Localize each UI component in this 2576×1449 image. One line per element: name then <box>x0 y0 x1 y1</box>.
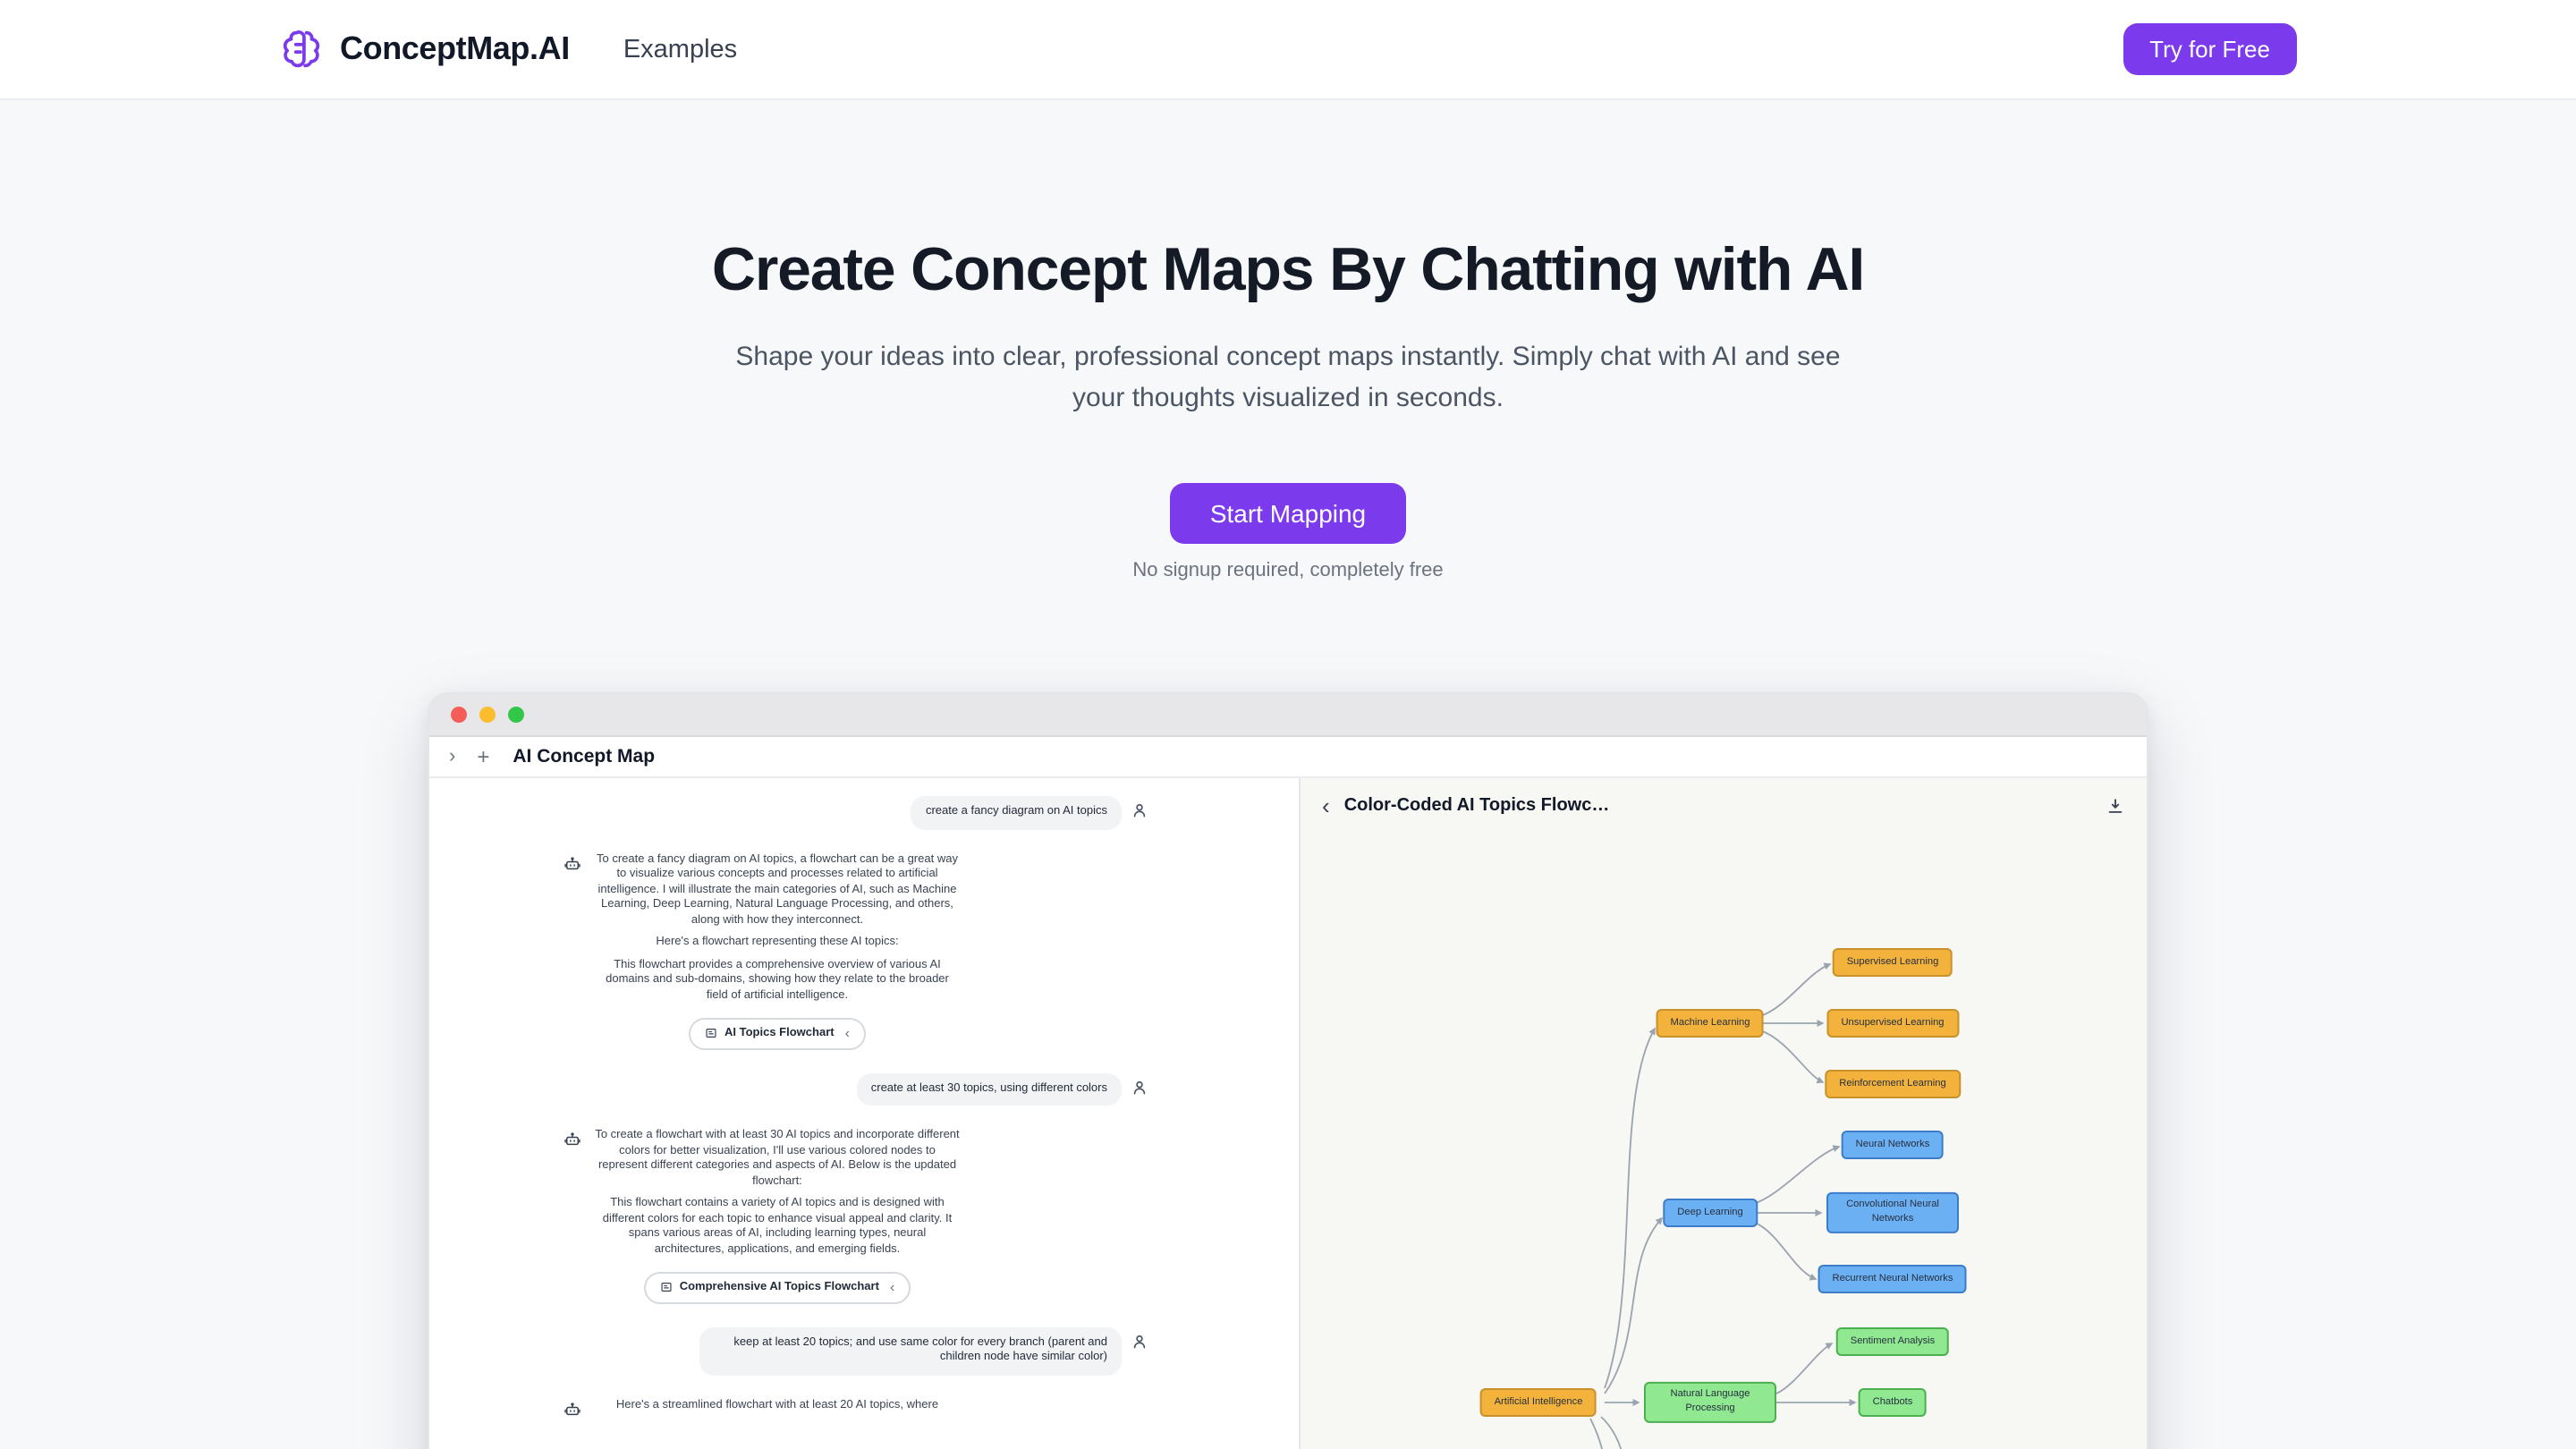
try-for-free-button[interactable]: Try for Free <box>2123 23 2297 75</box>
chevron-left-icon: ‹ <box>844 1024 850 1041</box>
window-content: create a fancy diagram on AI topics To c… <box>429 778 2147 1449</box>
flowchart-node-supervised-learning[interactable]: Supervised Learning <box>1832 948 1953 977</box>
minimize-window-button[interactable] <box>479 707 496 723</box>
back-chevron-icon[interactable]: ‹ <box>1322 792 1330 818</box>
demo-window: › + AI Concept Map create a fancy diagra… <box>428 692 2148 1449</box>
diagram-icon <box>660 1282 673 1294</box>
flowchart-node-natural-language-processing[interactable]: Natural Language Processing <box>1644 1381 1776 1424</box>
bot-avatar-icon <box>564 854 581 872</box>
site-header: ConceptMap.AI Examples Try for Free <box>0 0 2576 100</box>
bot-avatar-icon <box>564 1131 581 1148</box>
window-titlebar <box>429 694 2147 737</box>
nav-inner: ConceptMap.AI Examples Try for Free <box>279 23 2297 75</box>
flowchart-node-deep-learning[interactable]: Deep Learning <box>1663 1199 1758 1227</box>
chat-message-user: create at least 30 topics, using differe… <box>564 1072 1148 1106</box>
chat-message-assistant: To create a flowchart with at least 30 A… <box>564 1129 1148 1303</box>
chat-panel: create a fancy diagram on AI topics To c… <box>429 778 1299 1449</box>
chat-message-assistant: To create a fancy diagram on AI topics, … <box>564 852 1148 1049</box>
flowchart-edges <box>1589 962 1857 1449</box>
sidebar-collapse-icon[interactable]: › <box>449 745 456 767</box>
new-tab-button[interactable]: + <box>477 744 490 769</box>
close-window-button[interactable] <box>451 707 467 723</box>
assistant-paragraph: Here's a streamlined flowchart with at l… <box>615 1398 939 1411</box>
flowchart-node-sentiment-analysis[interactable]: Sentiment Analysis <box>1835 1327 1950 1356</box>
attachment-label: AI Topics Flowchart <box>724 1026 835 1038</box>
bot-avatar-icon <box>564 1400 581 1418</box>
hero-subtitle: Shape your ideas into clear, professiona… <box>735 342 1841 413</box>
flowchart-attachment-chip[interactable]: AI Topics Flowchart ‹ <box>689 1018 866 1049</box>
user-avatar-icon <box>1131 801 1148 819</box>
assistant-message-body: To create a flowchart with at least 30 A… <box>594 1129 961 1303</box>
chat-message-assistant: Here's a streamlined flowchart with at l… <box>564 1398 1148 1420</box>
preview-panel: ‹ Color-Coded AI Topics Flowc… <box>1299 778 2147 1449</box>
user-message-bubble: create a fancy diagram on AI topics <box>911 796 1122 829</box>
nav-link-examples[interactable]: Examples <box>623 35 738 64</box>
user-avatar-icon <box>1131 1332 1148 1350</box>
chat-message-user: create a fancy diagram on AI topics <box>564 796 1148 829</box>
user-message-bubble: keep at least 20 topics; and use same co… <box>699 1326 1122 1375</box>
brand[interactable]: ConceptMap.AI <box>279 27 570 72</box>
user-message-bubble: create at least 30 topics, using differe… <box>856 1072 1122 1106</box>
download-icon[interactable] <box>2106 795 2125 815</box>
cta-note: No signup required, completely free <box>1132 560 1444 581</box>
hero-title: Create Concept Maps By Chatting with AI <box>711 236 1865 304</box>
assistant-paragraph: To create a flowchart with at least 30 A… <box>595 1129 960 1187</box>
chevron-left-icon: ‹ <box>889 1278 895 1295</box>
chat-message-user: keep at least 20 topics; and use same co… <box>564 1326 1148 1375</box>
assistant-paragraph: To create a fancy diagram on AI topics, … <box>597 852 958 926</box>
assistant-message-body: To create a fancy diagram on AI topics, … <box>594 852 961 1049</box>
flowchart-node-chatbots[interactable]: Chatbots <box>1858 1388 1928 1417</box>
brand-name: ConceptMap.AI <box>340 30 570 66</box>
assistant-paragraph: This flowchart provides a comprehensive … <box>606 958 949 1001</box>
user-avatar-icon <box>1131 1078 1148 1096</box>
assistant-message-body: Here's a streamlined flowchart with at l… <box>594 1398 961 1420</box>
start-mapping-button[interactable]: Start Mapping <box>1170 483 1406 544</box>
tab-title[interactable]: AI Concept Map <box>513 746 656 767</box>
tab-bar: › + AI Concept Map <box>429 737 2147 778</box>
flowchart-node-reinforcement-learning[interactable]: Reinforcement Learning <box>1825 1070 1961 1098</box>
flowchart-node-recurrent-neural-networks[interactable]: Recurrent Neural Networks <box>1818 1265 1968 1293</box>
flowchart-attachment-chip[interactable]: Comprehensive AI Topics Flowchart ‹ <box>643 1272 911 1303</box>
logo-icon <box>279 27 324 72</box>
flowchart-node-convolutional-neural-networks[interactable]: Convolutional Neural Networks <box>1826 1191 1959 1234</box>
preview-header: ‹ Color-Coded AI Topics Flowc… <box>1301 778 2147 832</box>
diagram-icon <box>705 1028 717 1040</box>
preview-title: Color-Coded AI Topics Flowc… <box>1343 795 1610 815</box>
hero-section: Create Concept Maps By Chatting with AI … <box>0 233 2576 1449</box>
attachment-label: Comprehensive AI Topics Flowchart <box>679 1280 879 1292</box>
assistant-paragraph: This flowchart contains a variety of AI … <box>602 1197 953 1255</box>
flowchart-canvas[interactable]: Supervised Learning Machine Learning Uns… <box>1301 832 2147 1449</box>
flowchart-node-unsupervised-learning[interactable]: Unsupervised Learning <box>1826 1009 1959 1038</box>
flowchart-node-neural-networks[interactable]: Neural Networks <box>1841 1131 1945 1159</box>
flowchart-node-machine-learning[interactable]: Machine Learning <box>1656 1009 1765 1038</box>
flowchart-node-artificial-intelligence[interactable]: Artificial Intelligence <box>1479 1388 1597 1417</box>
zoom-window-button[interactable] <box>508 707 524 723</box>
assistant-paragraph: Here's a flowchart representing these AI… <box>656 936 899 948</box>
